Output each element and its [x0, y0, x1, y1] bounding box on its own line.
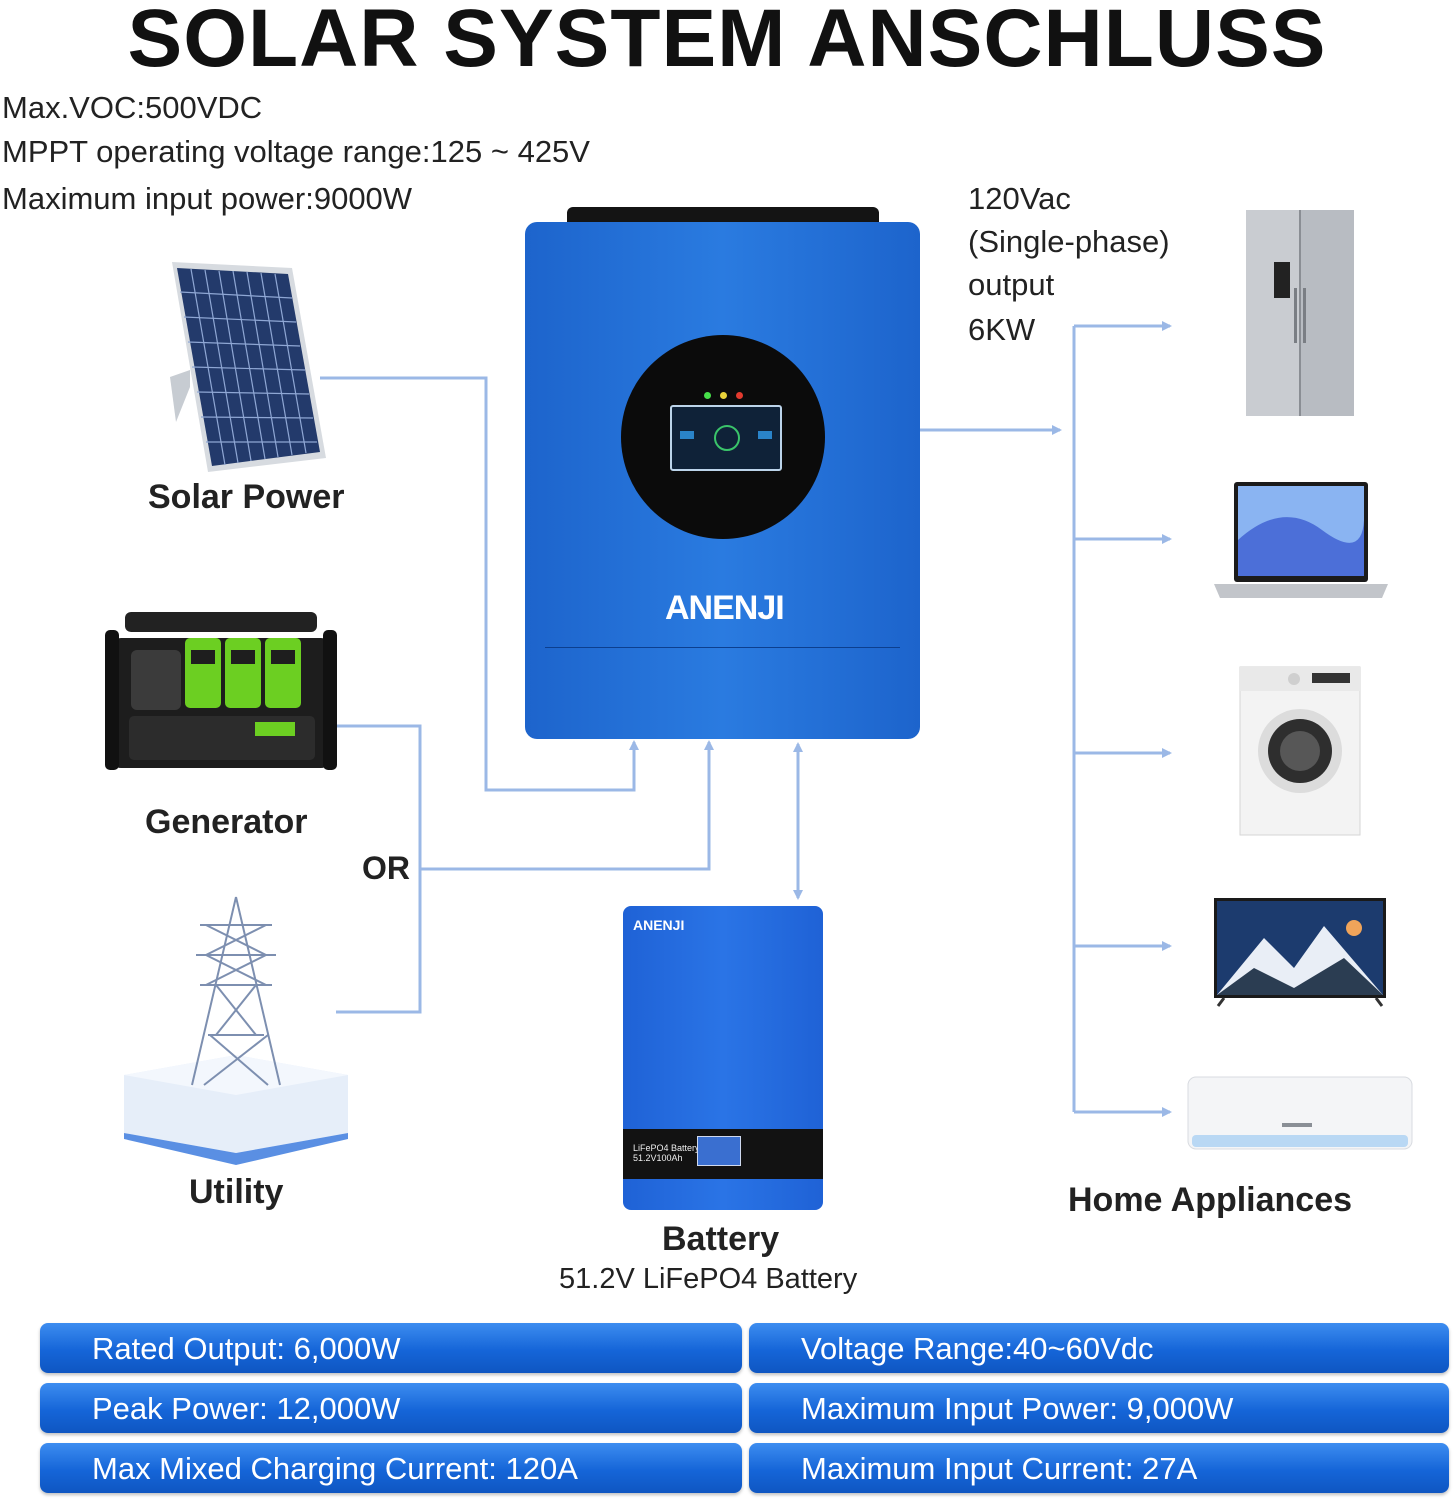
- output-voltage: 120Vac: [968, 181, 1071, 216]
- page-title: SOLAR SYSTEM ANSCHLUSS: [127, 0, 1327, 84]
- refrigerator-icon: [1246, 210, 1354, 416]
- spec-mppt-range: MPPT operating voltage range:125 ~ 425V: [2, 134, 590, 169]
- battery-label: Battery: [662, 1220, 780, 1258]
- or-label: OR: [362, 850, 410, 886]
- wire-solar: [320, 376, 639, 792]
- feature-rated-output: Rated Output: 6,000W: [40, 1323, 742, 1373]
- feature-max-charging-current: Max Mixed Charging Current: 120A: [40, 1443, 742, 1493]
- battery-panel-line2: 51.2V100Ah: [633, 1153, 683, 1163]
- output-word: output: [968, 267, 1055, 302]
- led-green-icon: [704, 392, 711, 399]
- feature-peak-power: Peak Power: 12,000W: [40, 1383, 742, 1433]
- battery-panel-line1: LiFePO4 Battery: [633, 1143, 700, 1153]
- washing-machine-icon: [1239, 666, 1361, 836]
- spec-max-input-power: Maximum input power:9000W: [2, 181, 413, 216]
- air-conditioner-icon: [1187, 1076, 1413, 1150]
- television-icon: [1214, 898, 1386, 1007]
- spec-max-voc: Max.VOC:500VDC: [2, 90, 263, 125]
- feature-max-input-power: Maximum Input Power: 9,000W: [749, 1383, 1449, 1433]
- inverter-divider: [545, 647, 900, 648]
- battery-brand-logo: ANENJI: [633, 917, 685, 933]
- output-phase: (Single-phase): [968, 224, 1170, 259]
- home-appliances-label: Home Appliances: [1068, 1181, 1353, 1219]
- inverter-lcd-screen: [670, 405, 782, 471]
- led-red-icon: [736, 392, 743, 399]
- inverter-brand-logo: ANENJI: [665, 589, 785, 627]
- battery-panel-text: LiFePO4 Battery 51.2V100Ah: [633, 1143, 700, 1163]
- utility-tower-icon: [124, 896, 348, 1165]
- led-yellow-icon: [720, 392, 727, 399]
- feature-voltage-range: Voltage Range:40~60Vdc: [749, 1323, 1449, 1373]
- output-power: 6KW: [968, 312, 1036, 347]
- generator-icon: [105, 612, 337, 770]
- utility-label: Utility: [189, 1173, 284, 1211]
- solar-power-label: Solar Power: [148, 478, 345, 516]
- generator-label: Generator: [145, 803, 308, 841]
- wire-grid: [420, 740, 714, 871]
- battery-sublabel: 51.2V LiFePO4 Battery: [559, 1263, 858, 1295]
- feature-max-input-current: Maximum Input Current: 27A: [749, 1443, 1449, 1493]
- solar-panel-icon: [170, 262, 326, 472]
- laptop-icon: [1214, 482, 1388, 598]
- battery-lcd-screen: [697, 1136, 741, 1166]
